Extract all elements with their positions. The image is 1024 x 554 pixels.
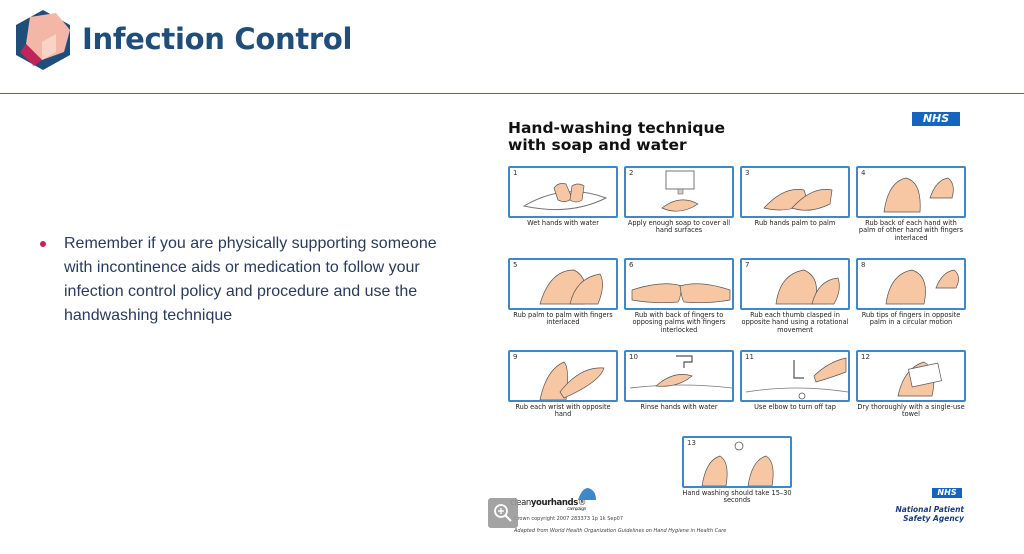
step-caption: Rub each wrist with opposite hand <box>515 403 611 419</box>
step-caption: Dry thoroughly with a single-use towel <box>857 403 965 419</box>
step-caption: Rub tips of fingers in opposite palm in … <box>861 311 961 327</box>
page-title: Infection Control <box>82 22 353 56</box>
who-adaptation-text: Adapted from World Health Organization G… <box>514 528 727 534</box>
step-number: 10 <box>629 353 638 361</box>
step-8: 8 Rub tips of fingers in opposite palm i… <box>856 258 966 327</box>
step-caption: Rub each thumb clasped in opposite hand … <box>741 311 849 334</box>
step-caption: Hand washing should take 15–30 seconds <box>682 489 792 505</box>
wrist-rub-icon <box>539 361 605 400</box>
hand-logo-icon <box>578 488 596 500</box>
step-frame: 6 <box>624 258 734 310</box>
fingers-interlaced-icon <box>539 269 603 305</box>
bullet-text: Remember if you are physically supportin… <box>64 235 437 324</box>
agency-name: National Patient Safety Agency <box>895 505 964 523</box>
step-1: 1 Wet hands with water <box>508 166 618 227</box>
step-3: 3 Rub hands palm to palm <box>740 166 850 227</box>
hexagon-logo-icon <box>16 10 70 70</box>
fingertips-circular-icon <box>885 269 959 305</box>
step-frame: 3 <box>740 166 850 218</box>
fingers-interlocked-icon <box>631 283 731 304</box>
step-frame: 8 <box>856 258 966 310</box>
step-frame: 13 <box>682 436 792 488</box>
step-caption: Apply enough soap to cover all hand surf… <box>627 219 731 235</box>
elbow-tap-icon <box>745 357 848 400</box>
step-11: 11 Use elbow to turn off tap <box>740 350 850 411</box>
rinse-hands-icon <box>629 355 732 389</box>
step-frame: 2 <box>624 166 734 218</box>
step-caption: Rub palm to palm with fingers interlaced <box>513 311 613 327</box>
copyright-text: Crown copyright 2007 283373 1p 1k Sep07 <box>514 516 624 522</box>
handwashing-poster: Hand-washing technique with soap and wat… <box>498 104 972 540</box>
step-frame: 4 <box>856 166 966 218</box>
step-12: 12 Dry thoroughly with a single-use towe… <box>856 350 966 419</box>
campaign-logo-suffix: ® <box>577 498 587 508</box>
step-number: 8 <box>861 261 866 269</box>
step-caption: Use elbow to turn off tap <box>754 403 836 411</box>
step-number: 2 <box>629 169 634 177</box>
step-caption: Rub hands palm to palm <box>754 219 836 227</box>
step-number: 9 <box>513 353 518 361</box>
step-number: 12 <box>861 353 870 361</box>
step-frame: 9 <box>508 350 618 402</box>
nhs-logo: NHS <box>912 112 960 126</box>
bullet-list: Remember if you are physically supportin… <box>38 232 458 328</box>
step-number: 1 <box>513 169 518 177</box>
step-number: 3 <box>745 169 750 177</box>
agency-name-line-2: Safety Agency <box>903 513 964 523</box>
magnifier-plus-icon <box>494 504 512 522</box>
step-10: 10 Rinse hands with water <box>624 350 734 411</box>
hands-under-tap-icon <box>522 183 608 211</box>
towel-dry-icon <box>897 361 942 397</box>
soap-dispenser-icon <box>661 170 699 212</box>
campaign-logo-prefix: clean <box>510 498 531 508</box>
timer-hands-icon <box>701 441 774 486</box>
campaign-logo-bold: yourhands <box>530 498 578 508</box>
bullet-dot-icon <box>40 241 46 247</box>
step-frame: 7 <box>740 258 850 310</box>
poster-title-line-1: Hand-washing technique <box>508 119 726 137</box>
step-frame: 10 <box>624 350 734 402</box>
poster-title: Hand-washing technique with soap and wat… <box>508 120 725 154</box>
header-divider <box>0 93 1024 94</box>
step-caption: Wet hands with water <box>527 219 599 227</box>
step-caption: Rub back of each hand with palm of other… <box>858 219 964 242</box>
step-9: 9 Rub each wrist with opposite hand <box>508 350 618 419</box>
step-frame: 1 <box>508 166 618 218</box>
step-13: 13 Hand washing should take 15–30 second… <box>682 436 792 505</box>
step-caption: Rinse hands with water <box>640 403 718 411</box>
palm-to-palm-icon <box>763 189 833 211</box>
step-frame: 11 <box>740 350 850 402</box>
step-7: 7 Rub each thumb clasped in opposite han… <box>740 258 850 334</box>
agency-name-line-1: National Patient <box>895 505 964 514</box>
step-4: 4 Rub back of each hand with palm of oth… <box>856 166 966 242</box>
poster-title-line-2: with soap and water <box>508 136 687 154</box>
step-2: 2 Apply enough soap to cover all hand su… <box>624 166 734 235</box>
step-number: 13 <box>687 439 696 447</box>
step-number: 7 <box>745 261 750 269</box>
step-number: 6 <box>629 261 634 269</box>
campaign-logo-sub: campaign <box>567 507 586 512</box>
step-frame: 12 <box>856 350 966 402</box>
zoom-button[interactable] <box>488 498 518 528</box>
step-number: 4 <box>861 169 866 177</box>
back-of-hand-icon <box>883 177 954 213</box>
campaign-logo: cleanyourhands® campaign <box>510 498 586 512</box>
step-number: 5 <box>513 261 518 269</box>
step-caption: Rub with back of fingers to opposing pal… <box>632 311 726 334</box>
slide-header: Infection Control <box>0 0 1024 94</box>
footer-nhs-logo: NHS <box>932 488 962 498</box>
step-frame: 5 <box>508 258 618 310</box>
step-6: 6 Rub with back of fingers to opposing p… <box>624 258 734 334</box>
thumb-rotation-icon <box>775 269 840 305</box>
step-number: 11 <box>745 353 754 361</box>
bullet-item: Remember if you are physically supportin… <box>38 232 458 328</box>
step-5: 5 Rub palm to palm with fingers interlac… <box>508 258 618 327</box>
